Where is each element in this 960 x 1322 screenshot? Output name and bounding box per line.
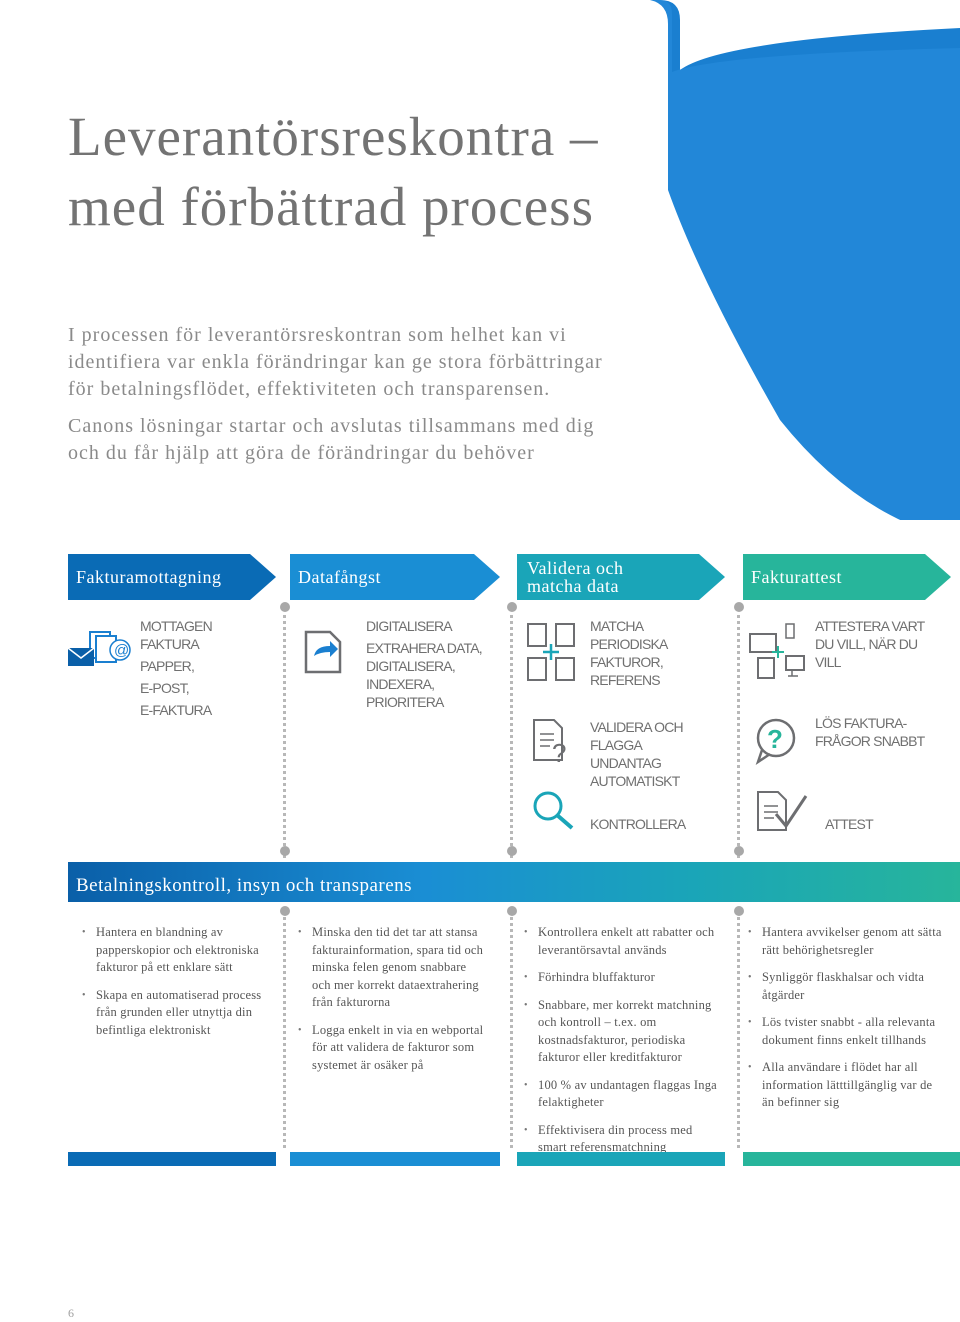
divider-dot [280,602,290,612]
page-number: 6 [68,1306,74,1320]
footer-bar-blue [290,1152,500,1166]
intro-paragraph: I processen för leverantörsreskontran so… [68,324,603,400]
svg-text:?: ? [552,738,566,764]
divider-dot [507,906,517,916]
intro-paragraph: Canons lösningar startar och avslutas ti… [68,415,595,464]
stage-arrow-fakturamottagning: Fakturamottagning [68,554,276,600]
divider-dot [734,846,744,856]
page-title: Leverantörsreskontra – med förbättrad pr… [68,106,599,237]
list-item: Alla användare i flödet har all informat… [746,1059,946,1112]
document-share-icon [304,630,342,674]
svg-text:?: ? [767,724,783,754]
svg-text:@: @ [114,642,129,659]
documents-plus-icon [527,623,575,681]
list-item: Lös tvister snabbt - alla relevanta doku… [746,1014,946,1049]
step-attest: ATTEST [825,816,874,832]
footer-bar-blue-dark [68,1152,276,1166]
step-digitalisera: DIGITALISERA EXTRAHERA DATA, DIGITALISER… [366,618,483,710]
divider-dot [507,602,517,612]
stage-arrow-datafangst: Datafångst [290,554,500,600]
devices-icon [749,623,805,679]
benefits-column-3: Kontrollera enkelt att rabatter och leve… [522,924,722,1167]
list-item: Synliggör flaskhalsar och vidta åtgärder [746,969,946,1004]
benefits-column-1: Hantera en blandning av papperskopior oc… [80,924,276,1049]
benefits-column-2: Minska den tid det tar att stansa faktur… [296,924,486,1084]
list-item: Förhindra bluffakturor [522,969,722,987]
list-item: Skapa en automatiserad process från grun… [80,987,276,1040]
document-question-icon: ? [533,719,566,764]
divider-line [737,912,740,1148]
benefits-column-4: Hantera avvikelser genom att sätta rätt … [746,924,946,1122]
footer-bar-teal [517,1152,725,1166]
chat-question-icon: ? [755,718,796,766]
list-item: Minska den tid det tar att stansa faktur… [296,924,486,1012]
divider-line [283,608,286,858]
footer-bar-green [743,1152,960,1166]
section-band: Betalningskontroll, insyn och transparen… [68,862,960,902]
step-kontrollera: KONTROLLERA [590,816,686,832]
list-item: Kontrollera enkelt att rabatter och leve… [522,924,722,959]
document-check-icon [757,791,808,831]
magnifier-icon [533,791,574,830]
divider-dot [280,846,290,856]
intro-text: I processen för leverantörsreskontran so… [68,322,628,477]
list-item: Snabbare, mer korrekt matchning och kont… [522,997,722,1067]
divider-dot [734,906,744,916]
list-item: Hantera en blandning av papperskopior oc… [80,924,276,977]
step-los-fakturafragor: LÖS FAKTURA-FRÅGOR SNABBT [815,715,925,749]
mail-document-at-icon: @ [68,631,131,666]
divider-dot [280,906,290,916]
divider-line [283,912,286,1148]
divider-line [510,608,513,858]
divider-line [510,912,513,1148]
stage-arrow-fakturattest: Fakturattest [743,554,951,600]
divider-line [737,608,740,858]
list-item: Effektivisera din process med smart refe… [522,1122,722,1157]
list-item: 100 % av undantagen flaggas Inga felakti… [522,1077,722,1112]
list-item: Hantera avvikelser genom att sätta rätt … [746,924,946,959]
divider-dot [507,846,517,856]
divider-dot [734,602,744,612]
list-item: Logga enkelt in via en webportal för att… [296,1022,486,1075]
